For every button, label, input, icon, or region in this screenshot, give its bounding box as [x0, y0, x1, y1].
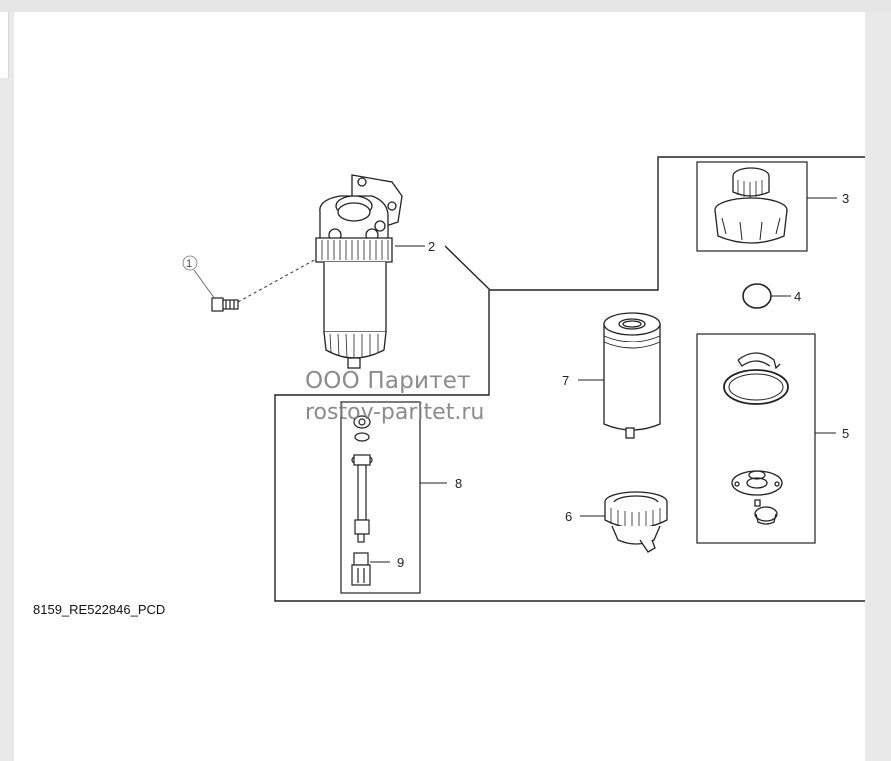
group-frames: [274, 156, 865, 602]
part-5-seal-kit-icon: [723, 352, 789, 525]
part-8-sensor-icon: [351, 415, 373, 543]
part-3-cap-icon: [714, 167, 788, 244]
drawing-code: 8159_RE522846_PCD: [33, 602, 166, 617]
callout-3: 3: [842, 191, 849, 206]
callout-7: 7: [562, 373, 569, 388]
box-part-8: [340, 401, 421, 594]
part-4-oring-icon: [742, 283, 772, 309]
part-6-bowl-cap-icon: [604, 491, 668, 553]
callout-6: 6: [565, 509, 572, 524]
callout-8: 8: [455, 476, 462, 491]
part-7-filter-element-icon: [603, 312, 661, 439]
left-panel-edge: [0, 12, 9, 78]
callout-1: 1: [186, 258, 192, 270]
watermark: ООО Паритет rostov-paritet.ru: [305, 368, 535, 425]
watermark-company: ООО Паритет: [305, 368, 471, 394]
box-part-3: [696, 161, 808, 252]
callout-5: 5: [842, 426, 849, 441]
lower-frame-line: [274, 290, 865, 602]
leader-2: [444, 245, 491, 291]
part-2-filter-assembly-icon: [315, 174, 403, 369]
callout-9: 9: [397, 555, 404, 570]
part-9-connector-icon: [351, 552, 371, 586]
part-1-bolt-icon: [211, 297, 239, 312]
watermark-url: rostov-paritet.ru: [305, 400, 485, 425]
bolt-dash-line: [237, 257, 319, 303]
upper-frame-line: [490, 156, 865, 291]
callout-2: 2: [428, 239, 435, 254]
callout-labels: 1 2 3 4 5 6 7 8 9: [182, 191, 849, 570]
box-part-5: [696, 333, 816, 544]
callout-4: 4: [794, 289, 801, 304]
top-strip: [0, 0, 891, 12]
